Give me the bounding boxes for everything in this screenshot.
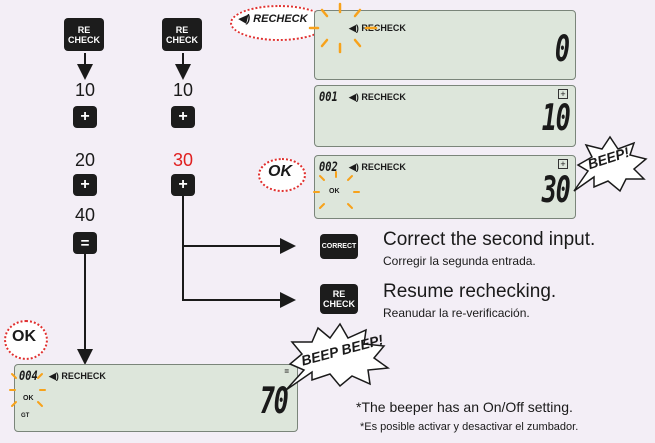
correct-instruction-es: Corregir la segunda entrada.	[383, 254, 536, 268]
lcd-counter: 004	[19, 369, 38, 384]
ok-badge-bottom	[4, 320, 48, 360]
entry-left-2: 20	[74, 150, 96, 170]
correct-key[interactable]: CORRECT	[320, 234, 358, 259]
recheck-key-line1: RE	[77, 24, 91, 35]
lcd-recheck-label: ◀) RECHECK	[49, 371, 106, 381]
recheck-key-resume[interactable]: RE CHECK	[320, 284, 358, 314]
recheck-key-line2: CHECK	[165, 34, 198, 45]
lcd-recheck-label: ◀) RECHECK	[349, 162, 406, 172]
sound-burst-icon	[313, 171, 360, 209]
lcd-ok-indicator: OK	[329, 188, 340, 195]
beep-beep-speech-bubble	[285, 322, 391, 391]
beep-speech-bubble	[573, 135, 648, 193]
equals-key[interactable]: =	[73, 232, 97, 254]
plus-indicator-icon: +	[558, 89, 568, 99]
recheck-key-line1: RE	[332, 289, 346, 299]
recheck-key-line2: CHECK	[67, 34, 100, 45]
lcd-recheck-label: ◀) RECHECK	[349, 23, 406, 33]
recheck-key-right[interactable]: RE CHECK	[162, 18, 202, 51]
lcd-display-2: 001 ◀) RECHECK + 10	[314, 85, 576, 147]
lcd-equals-indicator: =	[284, 367, 289, 376]
plus-key-left-2[interactable]: +	[73, 174, 97, 196]
plus-key-right-1[interactable]: +	[171, 106, 195, 128]
correct-instruction: Correct the second input.	[383, 229, 596, 250]
plus-key-right-2[interactable]: +	[171, 174, 195, 196]
recheck-key-left[interactable]: RE CHECK	[64, 18, 104, 51]
lcd-recheck-label: ◀) RECHECK	[349, 92, 406, 102]
ok-badge-mid	[258, 158, 306, 192]
ok-badge-mid-label: OK	[268, 163, 292, 180]
resume-instruction-es: Reanudar la re-verificación.	[383, 306, 530, 320]
lcd-display-3: 002 ◀) RECHECK OK + 30	[314, 155, 576, 219]
ok-badge-bottom-label: OK	[12, 328, 36, 345]
recheck-key-line2: CHECK	[322, 299, 355, 309]
lcd-counter: 002	[319, 160, 338, 175]
sound-burst-icon	[308, 2, 378, 54]
lcd-value: 30	[541, 170, 570, 211]
plus-key-left-1[interactable]: +	[73, 106, 97, 128]
plus-indicator-icon: +	[558, 159, 568, 169]
entry-right-2-error: 30	[172, 150, 194, 170]
lcd-ok-indicator: OK	[23, 395, 34, 402]
entry-right-1: 10	[172, 80, 194, 100]
lcd-display-4: 004 ◀) RECHECK OK GT = 70	[14, 364, 298, 432]
lcd-value: 0	[555, 29, 570, 70]
entry-left-3: 40	[74, 205, 96, 225]
lcd-counter: 001	[319, 90, 338, 105]
lcd-value: 70	[259, 381, 288, 422]
entry-left-1: 10	[74, 80, 96, 100]
lcd-value: 10	[541, 98, 570, 139]
recheck-key-line1: RE	[175, 24, 189, 35]
recheck-callout-label: ◀) RECHECK	[238, 13, 308, 25]
resume-instruction: Resume rechecking.	[383, 281, 557, 302]
lcd-gt-indicator: GT	[21, 413, 30, 419]
footnote-en: *The beeper has an On/Off setting.	[356, 399, 573, 415]
footnote-es: *Es posible activar y desactivar el zumb…	[360, 421, 579, 433]
sound-burst-icon	[9, 373, 46, 407]
